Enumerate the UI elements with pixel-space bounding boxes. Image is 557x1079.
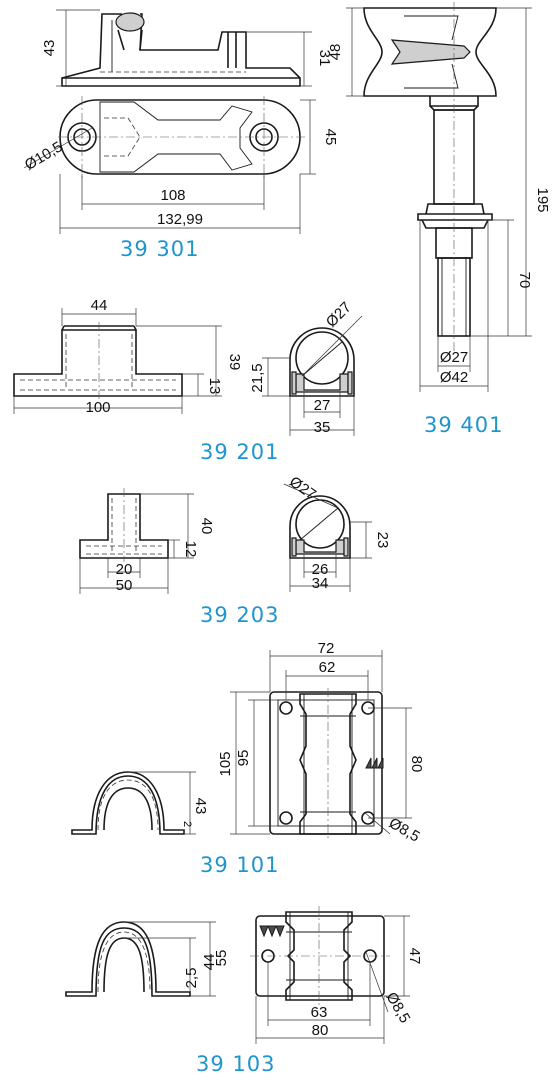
- dim-39203-bore-height: 23: [374, 532, 391, 549]
- dim-39201-height: 39: [226, 354, 243, 371]
- part-39203-caption: 39 203: [200, 603, 279, 627]
- dim-39101-outer-width: 72: [318, 640, 335, 657]
- dim-39101-inner-width: 62: [319, 659, 336, 676]
- part-39201-side-view: [13, 322, 183, 400]
- part-39301-side-dimensions: [56, 9, 312, 87]
- part-39401-caption: 39 401: [424, 413, 503, 437]
- part-39101-strap-dimensions: [128, 771, 196, 835]
- part-39203-side-view: [79, 488, 169, 562]
- part-39301-side-view: [61, 12, 301, 87]
- part-39201-side-dimensions: [13, 308, 222, 414]
- part-39201-end-view: [289, 327, 355, 397]
- dim-39301-width: 45: [322, 129, 339, 146]
- dim-39201-top-width: 44: [91, 297, 108, 314]
- dim-39103-hole-spacing: 63: [311, 1004, 328, 1021]
- part-39103-plate-view: [250, 906, 390, 1006]
- part-39203-end-view: [289, 495, 351, 559]
- part-39103-strap-dimensions: [124, 921, 216, 997]
- dim-39201-base-height: 13: [206, 378, 223, 395]
- dim-39203-length: 50: [116, 577, 133, 594]
- dim-39203-base-height: 12: [182, 541, 199, 558]
- dim-39101-strap-thickness: 2: [181, 821, 193, 827]
- part-39201-caption: 39 201: [200, 440, 279, 464]
- dim-39203-inner-width: 26: [312, 561, 329, 578]
- dim-39203-height: 40: [198, 518, 215, 535]
- part-39101-plate-view: [269, 688, 383, 840]
- part-39201-end-dimensions: [262, 315, 363, 436]
- dim-39103-outer-height: 55: [213, 950, 230, 967]
- dim-39101-strap-height: 43: [192, 798, 209, 815]
- dim-39103-width: 47: [406, 948, 423, 965]
- dim-39203-outer-width: 34: [312, 575, 329, 592]
- dim-39201-bore-height: 21,5: [249, 363, 266, 392]
- part-39301-top-view: [58, 96, 306, 178]
- dim-39101-inner-height: 95: [235, 750, 252, 767]
- part-39101-marker-icon: [365, 757, 384, 769]
- dim-39203-top-width: 20: [116, 561, 133, 578]
- part-39101-plate-dimensions: [230, 650, 412, 835]
- dim-39101-outer-height: 105: [217, 751, 234, 776]
- part-39103-strap-view: [65, 921, 191, 997]
- part-39203-end-dimensions: [283, 483, 372, 592]
- part-39101-strap-view: [71, 771, 185, 835]
- dim-39401-head-height: 48: [327, 44, 344, 61]
- dim-39103-inner-height: 44: [201, 954, 218, 971]
- part-39103-marker-icon: [259, 925, 285, 938]
- part-39401-drawing: [363, 2, 497, 352]
- part-39301-top-dimensions: [23, 99, 316, 234]
- dim-39201-outer-width: 35: [314, 419, 331, 436]
- dim-39301-hole-spacing: 108: [160, 187, 185, 204]
- dim-39103-hole-dia: Ø8,5: [382, 989, 413, 1026]
- dim-39103-strap-thickness: 2,5: [183, 968, 200, 989]
- part-39203-side-dimensions: [79, 493, 194, 594]
- dim-39301-hole-dia: Ø10,5: [22, 138, 66, 174]
- dim-39101-hole-dia: Ø8,5: [386, 815, 423, 846]
- dim-39301-length: 132,99: [157, 211, 203, 228]
- dim-39401-lower-height: 70: [516, 272, 533, 289]
- dim-39203-bore: Ø27: [286, 473, 319, 503]
- dim-39401-shaft-dia: Ø27: [440, 349, 468, 366]
- part-39101-caption: 39 101: [200, 853, 279, 877]
- part-39103-plate-dimensions: [255, 915, 410, 1044]
- dim-39201-bore: Ø27: [323, 299, 355, 331]
- dim-39301-height-side: 43: [41, 40, 58, 57]
- dim-39201-inner-width: 27: [314, 397, 331, 414]
- dim-39201-length: 100: [85, 399, 110, 416]
- dim-39101-hole-spacing: 80: [408, 756, 425, 773]
- part-39401-dimensions: [346, 7, 532, 392]
- dim-39401-collar-dia: Ø42: [440, 369, 468, 386]
- dim-39301-height-inner: 31: [316, 50, 333, 67]
- part-39103-caption: 39 103: [196, 1052, 275, 1076]
- dim-39103-length: 80: [312, 1022, 329, 1039]
- dim-39401-total-height: 195: [534, 187, 551, 212]
- part-39301-caption: 39 301: [120, 237, 199, 261]
